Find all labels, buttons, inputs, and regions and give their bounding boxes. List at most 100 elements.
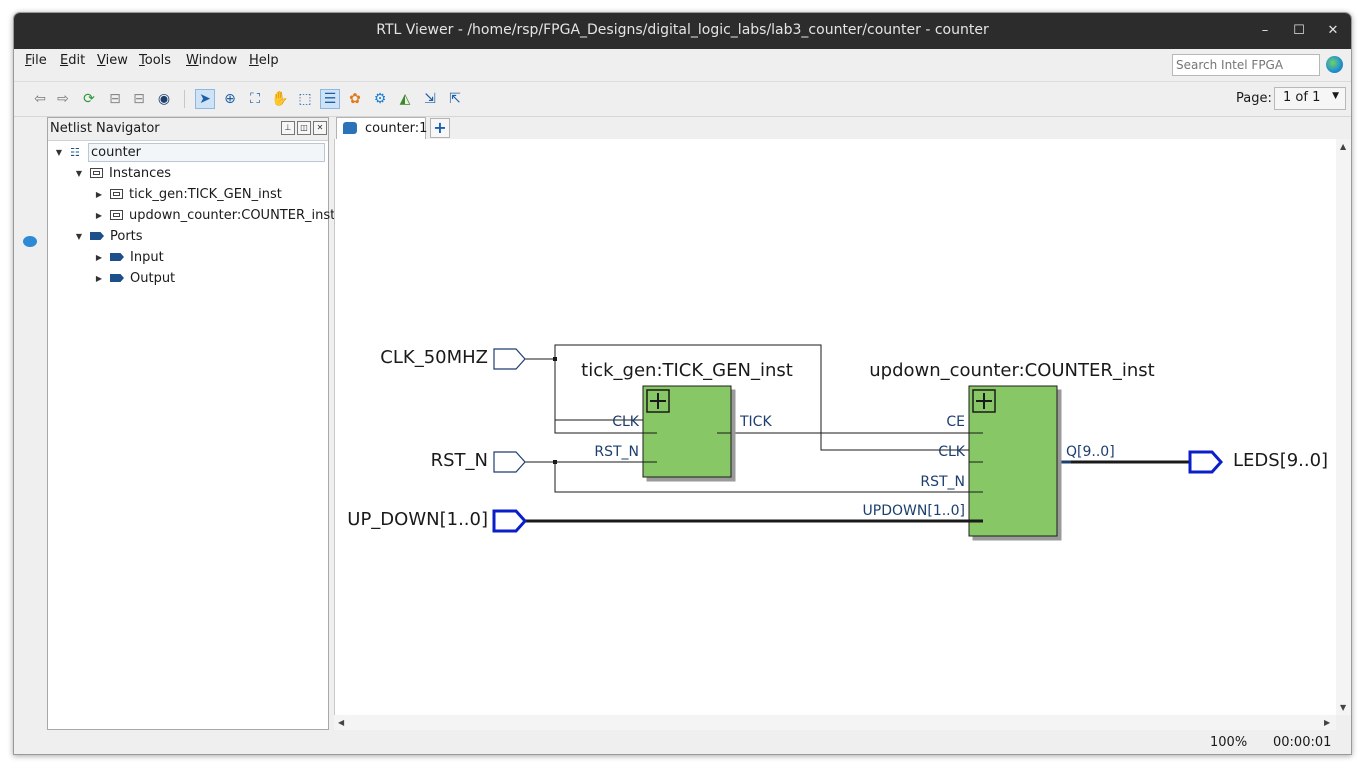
counter-port-q: Q[9..0]: [1066, 444, 1115, 460]
instance-icon: [110, 210, 123, 220]
tickgen-port-tick: TICK: [739, 414, 772, 430]
horizontal-scrollbar[interactable]: ◀ ▶: [334, 715, 1336, 730]
add-tab-button[interactable]: +: [430, 118, 450, 138]
page-selector[interactable]: 1 of 1 ▼: [1274, 87, 1346, 110]
tree-item-ports[interactable]: ▼ Ports: [72, 226, 143, 246]
schematic-svg[interactable]: CLK_50MHZ RST_N UP_DOWN[1..0] LEDS[9..0]…: [335, 139, 1337, 715]
tree-item-instances[interactable]: ▼ Instances: [72, 163, 171, 183]
hierarchy-icon: ☷: [70, 146, 80, 159]
scroll-up-icon[interactable]: ▲: [1340, 142, 1347, 151]
counter-port-clk: CLK: [938, 444, 966, 460]
scroll-left-icon[interactable]: ◀: [338, 718, 345, 727]
page-next-icon[interactable]: ⊟: [133, 91, 145, 107]
fit-window-icon[interactable]: ⛶: [250, 91, 260, 107]
maximize-button[interactable]: ☐: [1293, 23, 1305, 38]
close-button[interactable]: ✕: [1327, 23, 1339, 38]
menu-file[interactable]: File: [25, 53, 47, 68]
elapsed-time: 00:00:01: [1273, 735, 1332, 750]
tab-counter[interactable]: counter:1: [336, 117, 428, 139]
counter-block[interactable]: [968, 385, 1058, 537]
tree-item-port-group[interactable]: ▶ Output: [92, 268, 175, 288]
counter-port-ce: CE: [946, 414, 965, 430]
tree-label-port-group: Input: [130, 249, 164, 265]
input-port-shape[interactable]: [493, 451, 526, 473]
forward-icon[interactable]: ⇨: [57, 91, 69, 107]
schematic-icon: [343, 122, 357, 134]
tree-label-instance: tick_gen:TICK_GEN_inst: [129, 186, 282, 202]
tree-label-ports: Ports: [110, 228, 143, 244]
counter-port-rstn: RST_N: [920, 474, 965, 490]
tree-label-port-group: Output: [130, 270, 176, 286]
tickgen-port-rstn: RST_N: [594, 444, 639, 460]
back-icon[interactable]: ⇦: [34, 91, 46, 107]
color-settings-icon[interactable]: ✿: [349, 91, 361, 107]
scroll-down-icon[interactable]: ▼: [1340, 703, 1347, 712]
pin-icon[interactable]: ⊥: [281, 121, 295, 135]
menu-window[interactable]: Window: [186, 53, 238, 68]
chevron-right-icon[interactable]: ▶: [95, 252, 103, 262]
globe-icon[interactable]: [1326, 56, 1343, 73]
tab-label: counter:1: [365, 121, 428, 136]
output-bus-port-shape[interactable]: [1188, 450, 1224, 474]
tree-root-label[interactable]: counter: [88, 142, 325, 162]
page-previous-icon[interactable]: ⊟: [109, 91, 121, 107]
schematic-canvas[interactable]: CLK_50MHZ RST_N UP_DOWN[1..0] LEDS[9..0]…: [334, 139, 1337, 715]
port-icon: [90, 232, 104, 240]
input-port-label: CLK_50MHZ: [380, 347, 488, 368]
scroll-right-icon[interactable]: ▶: [1324, 718, 1331, 727]
tickgen-port-clk: CLK: [612, 414, 640, 430]
junction-dot: [553, 460, 557, 464]
tree-item-root[interactable]: ▼ ☷ counter: [52, 142, 325, 162]
menu-help[interactable]: Help: [249, 53, 279, 68]
output-port-label: LEDS[9..0]: [1233, 450, 1328, 471]
hand-tool-icon[interactable]: ✋: [271, 91, 289, 107]
menu-edit[interactable]: Edit: [60, 53, 86, 68]
tree-item-port-group[interactable]: ▶ Input: [92, 247, 164, 267]
chevron-right-icon[interactable]: ▶: [95, 189, 103, 199]
toolbar: ⇦ ⇨ ⟳ ⊟ ⊟ ◉ ➤ ⊕ ⛶ ✋ ⬚ ☰ ✿ ⚙ ◭ ⇲ ⇱: [14, 82, 1351, 117]
chevron-right-icon[interactable]: ▶: [95, 273, 103, 283]
chat-icon[interactable]: [23, 236, 37, 247]
netlist-icon[interactable]: ◭: [399, 91, 411, 107]
port-icon: [110, 274, 124, 282]
tickgen-instance-name: tick_gen:TICK_GEN_inst: [581, 360, 793, 381]
counter-instance-name: updown_counter:COUNTER_inst: [869, 360, 1155, 381]
zoom-tool-icon[interactable]: ⊕: [224, 91, 236, 107]
chevron-right-icon[interactable]: ▶: [95, 210, 103, 220]
page-value: 1 of 1: [1283, 90, 1321, 105]
chevron-down-icon[interactable]: ▼: [55, 147, 63, 157]
import-icon[interactable]: ⇱: [449, 91, 461, 107]
status-bar: 100% 00:00:01: [14, 732, 1351, 754]
minimize-button[interactable]: –: [1261, 23, 1269, 38]
float-icon[interactable]: ◫: [297, 121, 311, 135]
tree-item-instance[interactable]: ▶ updown_counter:COUNTER_inst: [92, 205, 335, 225]
vertical-scrollbar[interactable]: ▲ ▼: [1336, 139, 1351, 715]
menu-tools[interactable]: Tools: [139, 53, 172, 68]
settings-icon[interactable]: ⚙: [373, 91, 387, 107]
find-icon[interactable]: ◉: [157, 91, 171, 107]
chevron-down-icon[interactable]: ▼: [75, 168, 83, 178]
tree-label-instances: Instances: [109, 165, 172, 181]
input-port-label: RST_N: [431, 450, 488, 471]
window-title: RTL Viewer - /home/rsp/FPGA_Designs/digi…: [376, 22, 989, 38]
search-input[interactable]: [1172, 54, 1320, 76]
input-bus-port-shape[interactable]: [492, 509, 528, 533]
tree-item-instance[interactable]: ▶ tick_gen:TICK_GEN_inst: [92, 184, 282, 204]
menu-view[interactable]: View: [97, 53, 128, 68]
rtl-viewer-window: RTL Viewer - /home/rsp/FPGA_Designs/digi…: [13, 12, 1352, 755]
input-port-shape[interactable]: [493, 348, 526, 370]
input-port-label: UP_DOWN[1..0]: [347, 509, 488, 530]
chevron-down-icon[interactable]: ▼: [75, 231, 83, 241]
area-select-icon[interactable]: ⬚: [298, 91, 312, 107]
hierarchy-icon[interactable]: ☰: [320, 89, 340, 109]
chevron-down-icon: ▼: [1332, 91, 1339, 101]
toolbar-separator: [184, 90, 185, 108]
refresh-icon[interactable]: ⟳: [83, 91, 95, 107]
tab-bar: counter:1 +: [334, 117, 1351, 139]
page-label: Page:: [1236, 91, 1272, 106]
tree-label-instance: updown_counter:COUNTER_inst: [129, 207, 336, 223]
selection-tool-icon[interactable]: ➤: [195, 89, 215, 109]
close-icon[interactable]: ✕: [313, 121, 327, 135]
port-icon: [110, 253, 124, 261]
export-icon[interactable]: ⇲: [424, 91, 436, 107]
